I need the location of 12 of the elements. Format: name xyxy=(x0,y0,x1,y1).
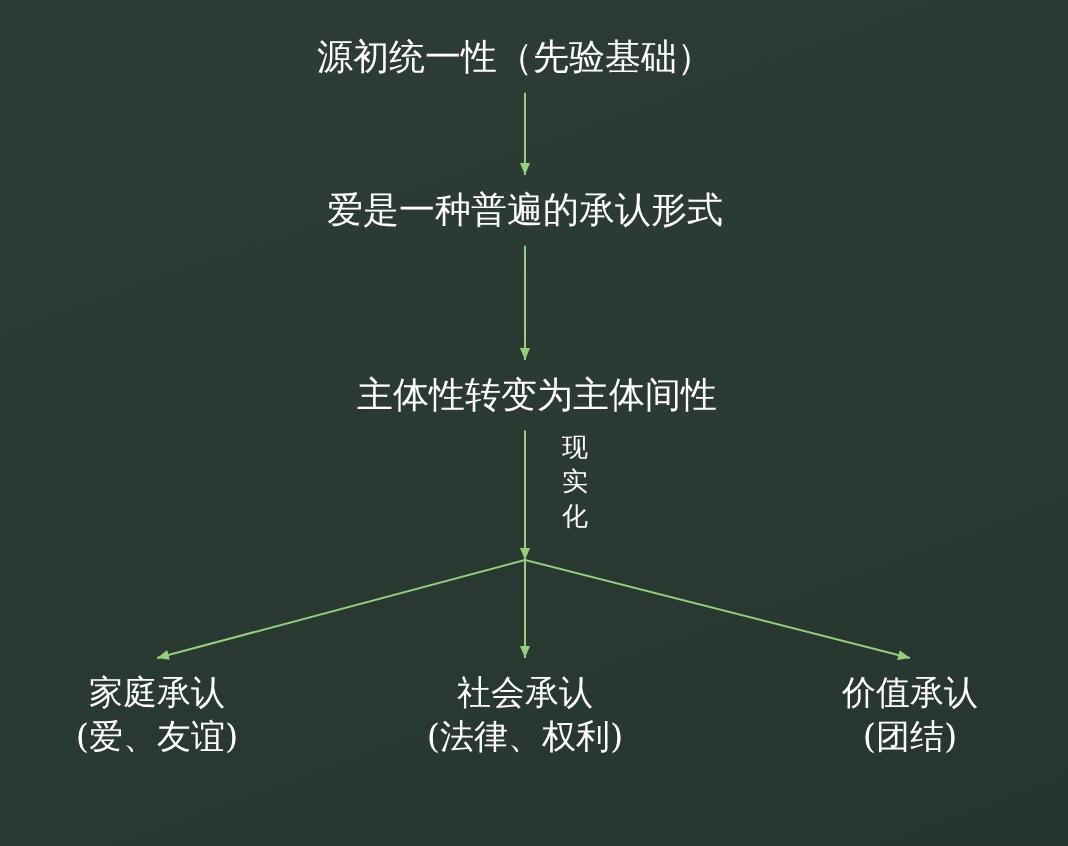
node-label: 家庭承认 xyxy=(89,671,225,714)
arrow xyxy=(520,244,530,361)
arrow xyxy=(524,429,911,660)
node-label: 社会承认 xyxy=(457,671,593,714)
node-label: 源初统一性（先验基础） xyxy=(317,35,713,79)
arrow xyxy=(520,91,530,176)
node-sublabel: (团结) xyxy=(862,715,958,759)
node-sublabel: (法律、权利) xyxy=(426,715,624,759)
node-label: 爱是一种普遍的承认形式 xyxy=(327,188,723,232)
node-sublabel: (爱、友谊) xyxy=(75,715,239,759)
node-label: 主体性转变为主体间性 xyxy=(357,373,717,417)
node-label: 价值承认 xyxy=(842,671,978,714)
